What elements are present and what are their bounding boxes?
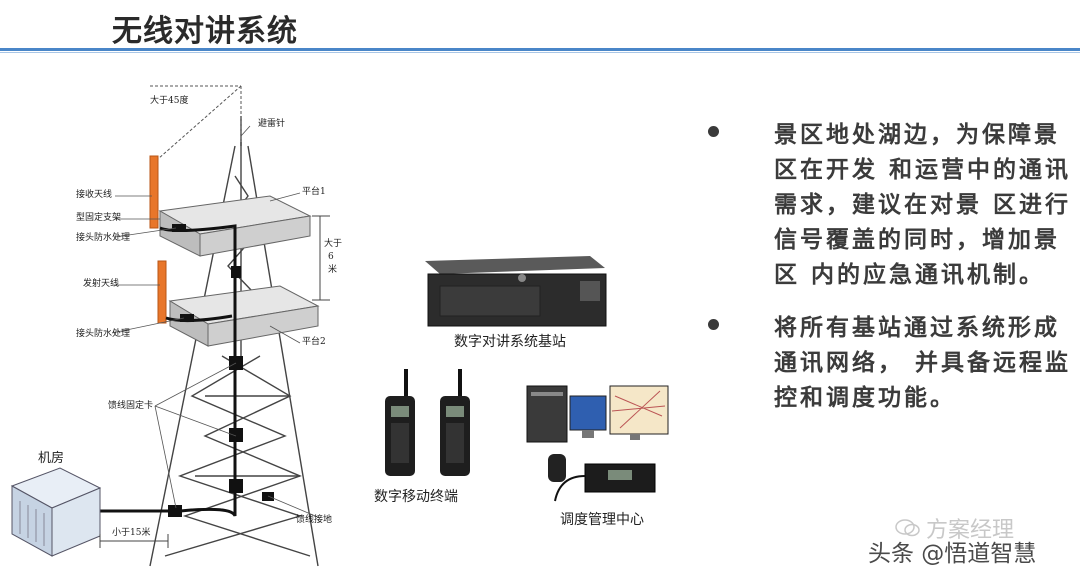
label-base-station: 数字对讲系统基站 bbox=[454, 333, 566, 350]
machine-room-building bbox=[10, 467, 102, 557]
label-lightning-rod: 避雷针 bbox=[258, 117, 285, 129]
label-mobile-terminal: 数字移动终端 bbox=[374, 489, 458, 505]
base-station-unit bbox=[425, 256, 607, 327]
label-joint-waterproof-1: 接头防水处理 bbox=[76, 231, 130, 243]
label-platform-2: 平台2 bbox=[302, 335, 326, 347]
label-joint-waterproof-2: 接头防水处理 bbox=[76, 327, 130, 339]
label-platform-1: 平台1 bbox=[302, 185, 326, 197]
label-feeder-ground: 馈线接地 bbox=[296, 513, 332, 525]
dispatch-mobile-radio bbox=[548, 454, 656, 502]
label-dispatch-center: 调度管理中心 bbox=[560, 512, 644, 528]
title-underline bbox=[0, 48, 1080, 51]
label-rx-antenna: 接收天线 bbox=[76, 188, 112, 200]
label-height-2: 6 bbox=[328, 252, 334, 262]
bullet-text-1: 景区地处湖边，为保障景区在开发 和运营中的通讯需求，建议在对景 区进行信号覆盖的… bbox=[774, 122, 1072, 288]
label-height-3: 米 bbox=[328, 263, 337, 275]
label-height-1: 大于 bbox=[324, 237, 342, 249]
bullet-text-2: 将所有基站通过系统形成通讯网络， 并具备远程监控和调度功能。 bbox=[774, 315, 1072, 411]
handheld-radio-1 bbox=[385, 369, 415, 476]
bullet-dot-icon bbox=[708, 126, 719, 137]
label-tx-antenna: 发射天线 bbox=[83, 277, 119, 289]
rx-antenna-shape bbox=[149, 155, 159, 229]
label-feeder-clamp: 馈线固定卡 bbox=[108, 399, 153, 411]
wechat-icon bbox=[895, 519, 920, 537]
dispatch-computer bbox=[526, 385, 669, 443]
bullet-dot-icon bbox=[708, 319, 719, 330]
bullet-item-1: 景区地处湖边，为保障景区在开发 和运营中的通讯需求，建议在对景 区进行信号覆盖的… bbox=[700, 118, 1080, 293]
tx-antenna-shape bbox=[157, 260, 167, 324]
bullet-item-2: 将所有基站通过系统形成通讯网络， 并具备远程监控和调度功能。 bbox=[700, 311, 1080, 416]
bullet-list: 景区地处湖边，为保障景区在开发 和运营中的通讯需求，建议在对景 区进行信号覆盖的… bbox=[700, 118, 1080, 434]
system-diagram: 大于45度 避雷针 接收天线 型固定支架 接头防水处理 平台1 大于 6 米 发… bbox=[10, 85, 669, 567]
title-underline-thin bbox=[0, 52, 1080, 53]
label-angle: 大于45度 bbox=[150, 94, 188, 106]
handheld-radio-2 bbox=[440, 369, 470, 476]
label-bracket: 型固定支架 bbox=[76, 211, 121, 223]
page-title: 无线对讲系统 bbox=[112, 14, 298, 49]
watermark-source: 头条 @悟道智慧 bbox=[868, 541, 1037, 567]
platform-1 bbox=[158, 195, 312, 257]
label-machine-room: 机房 bbox=[38, 450, 64, 466]
watermark-account: 方案经理 bbox=[926, 518, 1015, 543]
label-distance: 小于15米 bbox=[112, 526, 150, 538]
